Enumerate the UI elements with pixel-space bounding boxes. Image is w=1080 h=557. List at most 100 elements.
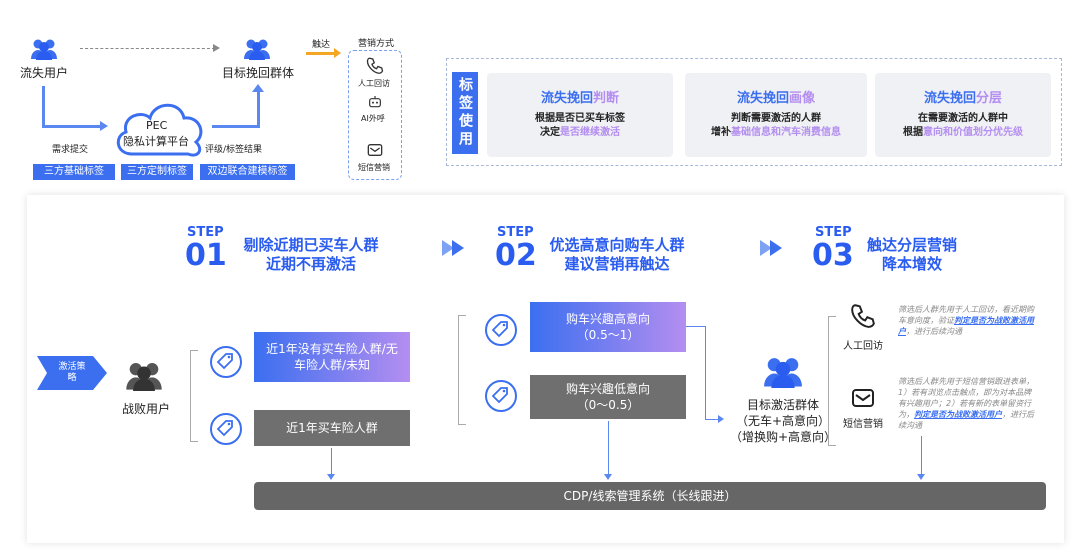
segment-no-insurance: 近1年没有买车险人群/无车险人群/未知 bbox=[254, 332, 410, 382]
tag-card-tier: 流失挽回分层 在需要激活的人群中 根据意向和价值划分优先级 bbox=[875, 73, 1051, 157]
tag-card-profile: 流失挽回画像 判断需要激活的人群 增补基础信息和汽车消费信息 bbox=[685, 73, 867, 157]
target-group-icon bbox=[243, 38, 271, 60]
step1-title-1: 剔除近期已买车人群 bbox=[243, 236, 379, 254]
pec-label-2: 隐私计算平台 bbox=[123, 135, 189, 148]
robot-icon bbox=[367, 94, 383, 114]
dashed-arrow bbox=[80, 48, 215, 49]
cdp-bar-text: CDP/线索管理系统（长线跟进） bbox=[563, 489, 737, 503]
strategy-badge bbox=[37, 356, 107, 394]
step1-num: 01 bbox=[185, 238, 227, 273]
segment-high-intent-l2: （0.5～1） bbox=[576, 328, 640, 342]
flow-line-bottom bbox=[42, 125, 102, 128]
tag-use-vertical-label: 标签使用 bbox=[452, 72, 478, 154]
flow-line-right bbox=[257, 90, 260, 128]
step3-title-2: 降本增效 bbox=[881, 255, 942, 273]
manual-call-desc: 筛选后人群先用于人工回访，看近期购车意向度，验证判定是否为战败激活用户，进行后续… bbox=[898, 305, 1034, 336]
tag-bar-joint: 双边联合建模标签 bbox=[200, 164, 295, 180]
activation-target-icon bbox=[762, 356, 804, 388]
activation-target-l1: 目标激活群体 bbox=[746, 398, 819, 412]
down-head-2 bbox=[604, 474, 612, 480]
tag-card-judge: 流失挽回判断 根据是否已买车标签 决定是否继续激活 bbox=[487, 73, 673, 157]
segment-low-intent: 购车兴趣低意向 （0～0.5） bbox=[530, 375, 686, 419]
manual-call-icon bbox=[850, 302, 876, 332]
step2-title-1: 优选高意向购车人群 bbox=[549, 236, 685, 254]
tag-card-profile-title: 流失挽回画像 bbox=[736, 91, 816, 106]
flow-arrow-right bbox=[100, 121, 108, 131]
marketing-method-label: 营销方式 bbox=[358, 39, 395, 49]
sms-icon bbox=[851, 388, 875, 412]
connector-high-to-target bbox=[686, 326, 706, 420]
reach-label: 触达 bbox=[312, 40, 331, 50]
step3-title-1: 触达分层营销 bbox=[866, 236, 957, 254]
method-sms: 短信营销 bbox=[358, 163, 390, 172]
tag-card-profile-line2: 增补基础信息和汽车消费信息 bbox=[711, 127, 841, 138]
flow-line-left bbox=[42, 86, 45, 128]
down-line-2 bbox=[608, 421, 609, 476]
tag-card-profile-line1: 判断需要激活的人群 bbox=[731, 113, 821, 124]
tag-icon-2a bbox=[485, 314, 517, 346]
rating-result-label: 评级/标签结果 bbox=[205, 145, 263, 155]
dashed-arrow-head bbox=[213, 44, 220, 52]
demand-submit-label: 需求提交 bbox=[52, 145, 89, 155]
sms-desc: 筛选后人群先用于短信营销跟进表单，1）若有浏览点击触点，即为对本品牌有兴趣用户；… bbox=[898, 377, 1034, 430]
segment-insured-text: 近1年买车险人群 bbox=[286, 421, 378, 435]
segment-high-intent-l1: 购车兴趣高意向 bbox=[565, 312, 650, 326]
tag-bar-basic: 三方基础标签 bbox=[33, 164, 115, 180]
bracket-1 bbox=[190, 350, 198, 442]
tag-use-vertical-text: 标签使用 bbox=[457, 77, 473, 149]
flow-arrow-up bbox=[252, 84, 264, 92]
sms-label: 短信营销 bbox=[843, 419, 883, 430]
step2-num: 02 bbox=[495, 238, 537, 273]
step3-num: 03 bbox=[812, 238, 854, 273]
defeated-users-icon bbox=[124, 361, 164, 391]
target-group-label: 目标挽回群体 bbox=[222, 66, 295, 80]
tag-icon-2b bbox=[485, 380, 517, 412]
tag-card-judge-line1: 根据是否已买车标签 bbox=[535, 113, 625, 124]
strategy-badge-text: 激活策略 bbox=[58, 362, 86, 383]
reach-arrow bbox=[306, 52, 336, 55]
tag-bar-custom: 三方定制标签 bbox=[121, 164, 193, 180]
tag-icon-1b bbox=[210, 413, 242, 445]
method-manual-call: 人工回访 bbox=[358, 79, 390, 88]
method-ai-call: AI外呼 bbox=[361, 114, 385, 123]
cdp-bar: CDP/线索管理系统（长线跟进） bbox=[254, 482, 1046, 510]
segment-low-intent-l2: （0～0.5） bbox=[576, 398, 640, 412]
pec-label-1: PEC bbox=[146, 119, 168, 132]
tag-card-tier-line2: 根据意向和价值划分优先级 bbox=[903, 127, 1023, 138]
down-line-1 bbox=[331, 448, 332, 476]
tag-card-tier-title: 流失挽回分层 bbox=[923, 91, 1003, 106]
bracket-3 bbox=[828, 316, 836, 446]
manual-call-label: 人工回访 bbox=[843, 341, 883, 352]
marketing-methods-box bbox=[348, 50, 402, 180]
mail-icon bbox=[367, 142, 383, 161]
pec-cloud bbox=[110, 92, 210, 166]
down-head-1 bbox=[327, 474, 335, 480]
step3-label: STEP bbox=[815, 225, 852, 240]
tag-card-judge-title: 流失挽回判断 bbox=[540, 91, 620, 106]
step2-label: STEP bbox=[497, 225, 534, 240]
tag-use-panel bbox=[446, 58, 1062, 166]
phone-icon bbox=[366, 56, 384, 78]
segment-high-intent: 购车兴趣高意向 （0.5～1） bbox=[530, 302, 686, 352]
tag-card-tier-line1: 在需要激活的人群中 bbox=[918, 113, 1008, 124]
step1-label: STEP bbox=[187, 225, 224, 240]
step-arrow-1 bbox=[442, 240, 466, 260]
connector-to-target-head bbox=[718, 415, 724, 423]
segment-no-insurance-text: 近1年没有买车险人群/无车险人群/未知 bbox=[266, 342, 398, 372]
segment-insured: 近1年买车险人群 bbox=[254, 410, 410, 446]
step1-title-2: 近期不再激活 bbox=[265, 255, 356, 273]
activation-target-l3: （增换购+高意向） bbox=[729, 430, 837, 444]
connector-to-target bbox=[706, 419, 720, 420]
step-arrow-2 bbox=[760, 240, 784, 260]
down-head-3 bbox=[917, 474, 925, 480]
reach-arrow-head bbox=[334, 48, 341, 58]
lost-users-label: 流失用户 bbox=[20, 66, 69, 80]
tag-card-judge-line2: 决定是否继续激活 bbox=[540, 127, 620, 138]
down-line-3 bbox=[921, 436, 922, 476]
flow-line-bottom-right bbox=[212, 125, 260, 128]
activation-target-l2: （无车+高意向） bbox=[735, 414, 831, 428]
tag-icon-1a bbox=[210, 346, 242, 378]
segment-low-intent-l1: 购车兴趣低意向 bbox=[565, 382, 650, 396]
defeated-users-label: 战败用户 bbox=[122, 402, 171, 416]
lost-users-icon bbox=[30, 38, 58, 60]
